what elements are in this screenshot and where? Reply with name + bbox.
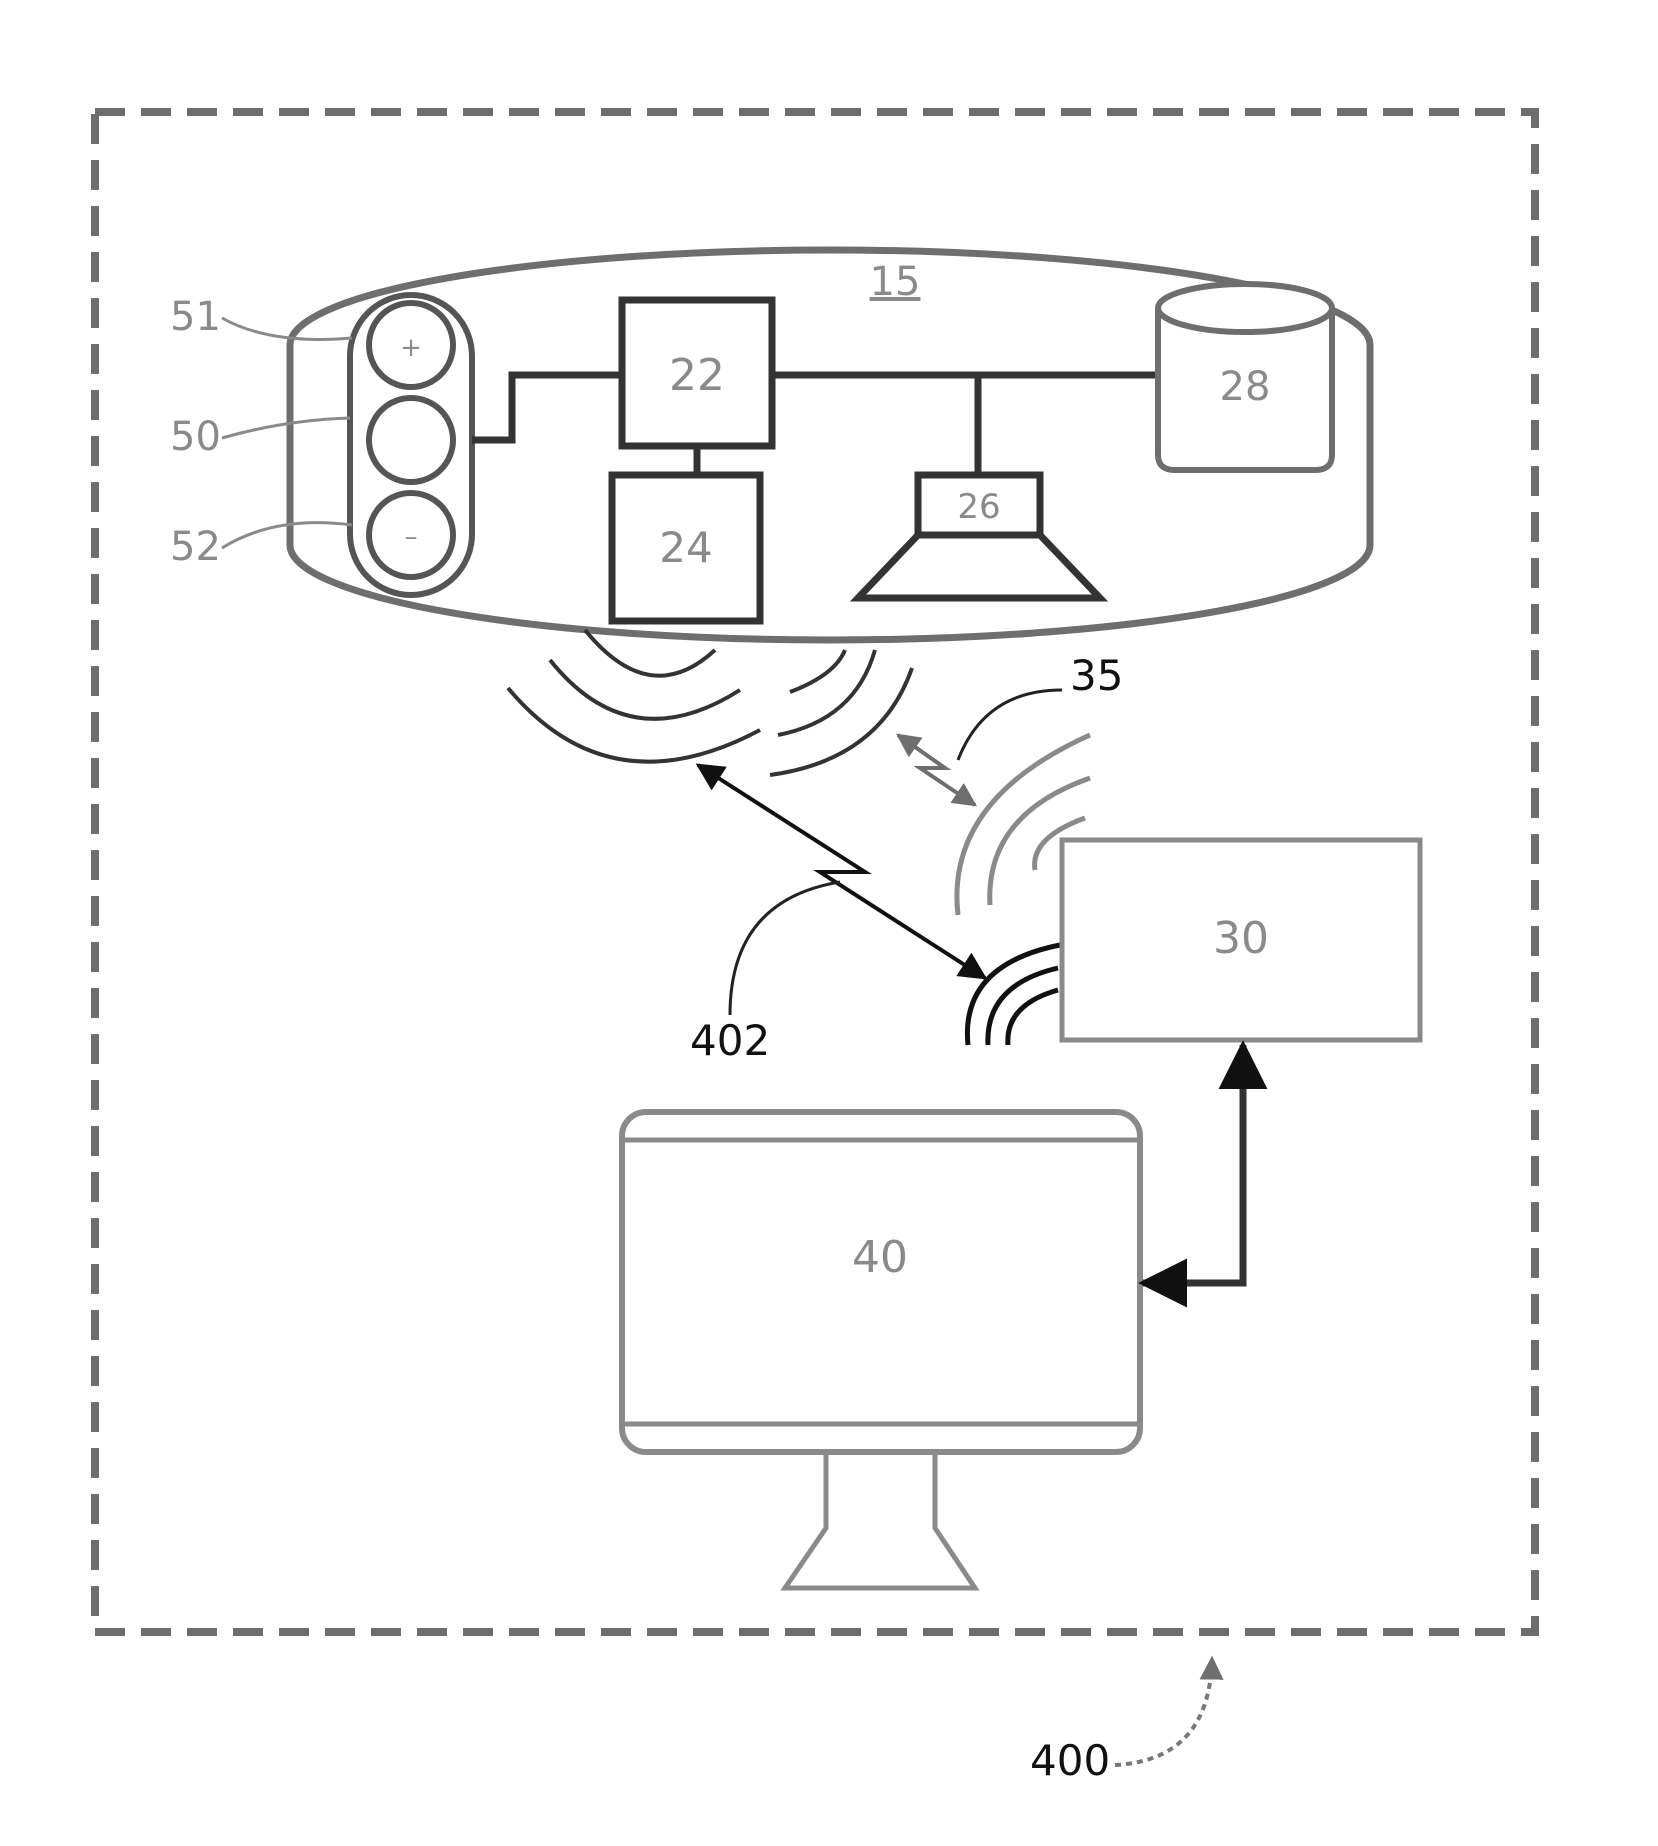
system-label: 400 <box>1030 1736 1110 1785</box>
link-402-label: 402 <box>690 1016 770 1065</box>
speaker-label: 26 <box>957 487 1000 527</box>
link-402-arrow <box>698 765 985 978</box>
device-waves-left <box>508 630 760 762</box>
remote-unit-label: 30 <box>1213 913 1269 964</box>
button-minus-label: 52 <box>170 524 221 570</box>
remote-waves-lower <box>967 945 1060 1045</box>
button-plus-symbol: + <box>400 333 422 363</box>
bus-wire-buttons <box>472 375 622 440</box>
link-35-leader <box>958 690 1062 760</box>
storage-cylinder-top <box>1158 284 1332 332</box>
monitor-label: 40 <box>852 1232 908 1283</box>
monitor-stand <box>785 1452 975 1588</box>
button-minus-symbol: – <box>405 522 418 552</box>
module-24-label: 24 <box>659 523 712 572</box>
processor-label: 22 <box>669 350 725 401</box>
speaker-cone <box>858 535 1100 598</box>
storage-label: 28 <box>1220 364 1271 410</box>
link-35-label: 35 <box>1070 651 1123 700</box>
button-group-leader <box>222 418 350 438</box>
button-middle <box>369 398 453 482</box>
button-group-label: 50 <box>170 414 221 460</box>
button-plus-label: 51 <box>170 294 221 340</box>
system-leader <box>1115 1658 1212 1765</box>
monitor-remote-connection <box>1143 1045 1243 1283</box>
device-label: 15 <box>870 259 921 305</box>
link-402-leader <box>730 882 840 1015</box>
device-waves-right <box>770 650 912 775</box>
button-plus-leader <box>222 318 352 339</box>
